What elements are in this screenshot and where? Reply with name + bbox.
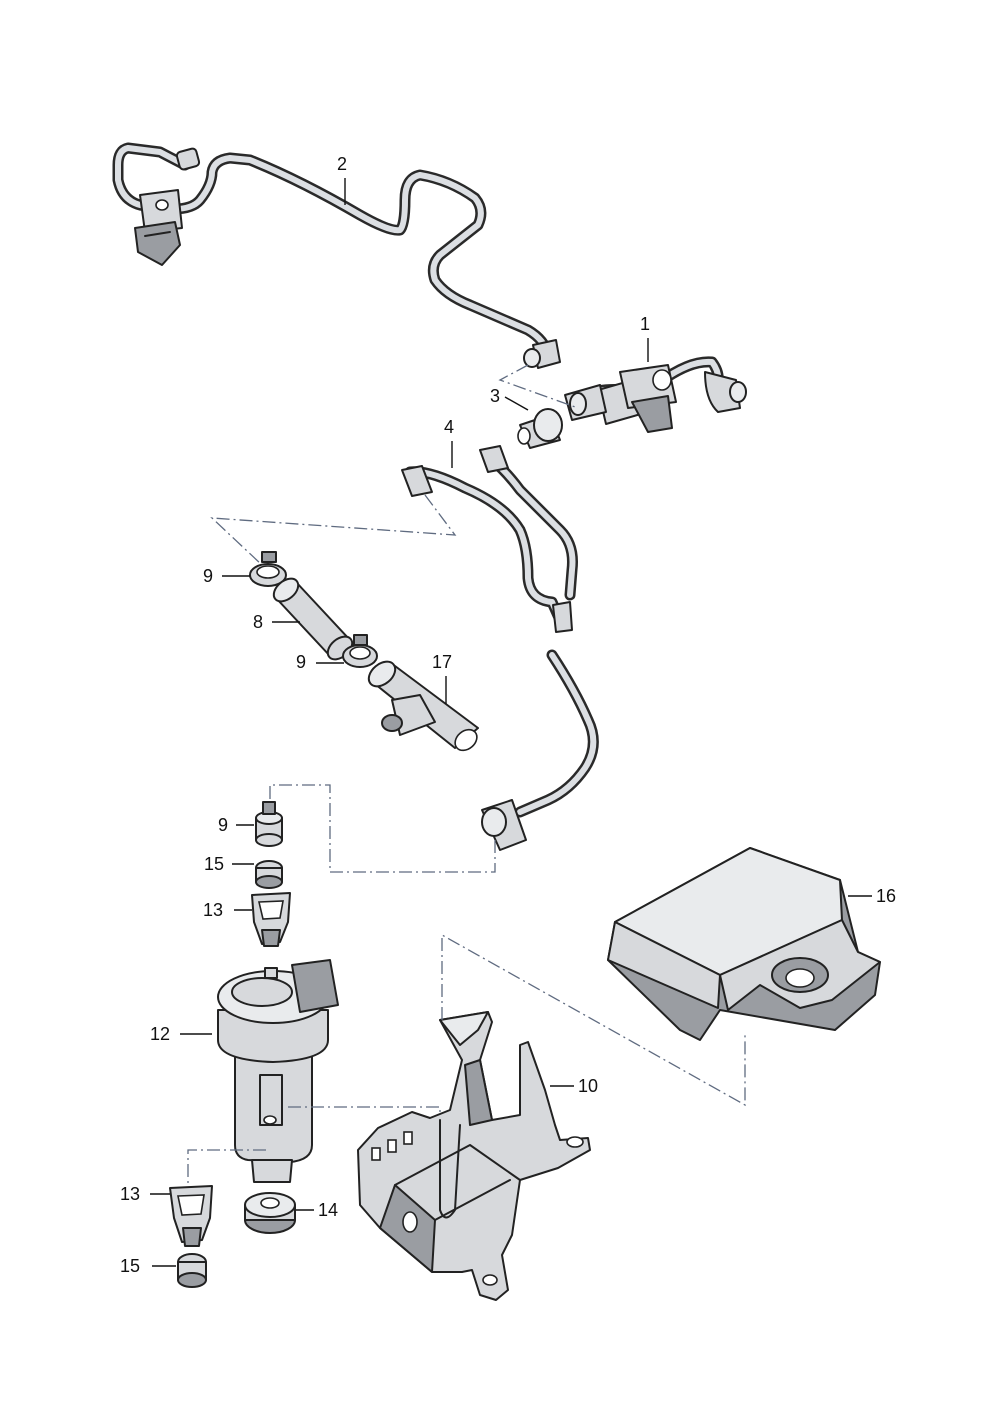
callout-2: 2 xyxy=(337,154,347,174)
callout-8: 8 xyxy=(253,612,263,632)
callout-9-middle: 9 xyxy=(296,652,306,672)
callout-13-lower: 13 xyxy=(120,1184,140,1204)
assembly-line-4-9 xyxy=(210,494,457,566)
assembly-line-10-16 xyxy=(441,933,746,1107)
part-15-nut-lower xyxy=(177,1253,207,1288)
callout-14: 14 xyxy=(318,1200,338,1220)
callout-4: 4 xyxy=(444,417,454,437)
callout-12: 12 xyxy=(150,1024,170,1044)
callout-13-upper: 13 xyxy=(203,900,223,920)
part-2-vacuum-line xyxy=(112,142,561,369)
part-17-connector xyxy=(367,660,479,752)
assembly-line-12-10 xyxy=(288,1106,441,1185)
lower-vacuum-hose xyxy=(481,649,599,851)
part-16-cover xyxy=(607,847,881,1041)
callout-17: 17 xyxy=(432,652,452,672)
leader-3 xyxy=(504,396,529,411)
assembly-line-2-1 xyxy=(498,364,579,409)
part-8-hose xyxy=(272,577,354,661)
part-12-accumulator xyxy=(217,959,339,1183)
part-9-clamp-middle xyxy=(342,634,378,668)
callout-10: 10 xyxy=(578,1076,598,1096)
callout-15-upper: 15 xyxy=(204,854,224,874)
part-4-twin-hose xyxy=(401,445,578,633)
part-3-connector xyxy=(517,408,563,449)
assembly-line-hose-9 xyxy=(269,784,496,873)
callout-9-upper: 9 xyxy=(203,566,213,586)
callout-9-lower: 9 xyxy=(218,815,228,835)
part-1-valve-assembly xyxy=(564,356,747,433)
assembly-line-12-13 xyxy=(187,1149,266,1185)
part-9-clamp-lower xyxy=(255,801,283,847)
callout-15-lower: 15 xyxy=(120,1256,140,1276)
part-15-nut-upper xyxy=(255,860,283,889)
part-10-bracket xyxy=(357,1011,591,1301)
callout-1: 1 xyxy=(640,314,650,334)
callout-3: 3 xyxy=(490,386,500,406)
part-9-clamp-upper xyxy=(249,551,287,587)
part-14-grommet xyxy=(244,1192,296,1234)
callout-16: 16 xyxy=(876,886,896,906)
part-13-holder-lower xyxy=(169,1185,213,1247)
part-13-holder-upper xyxy=(251,892,291,947)
